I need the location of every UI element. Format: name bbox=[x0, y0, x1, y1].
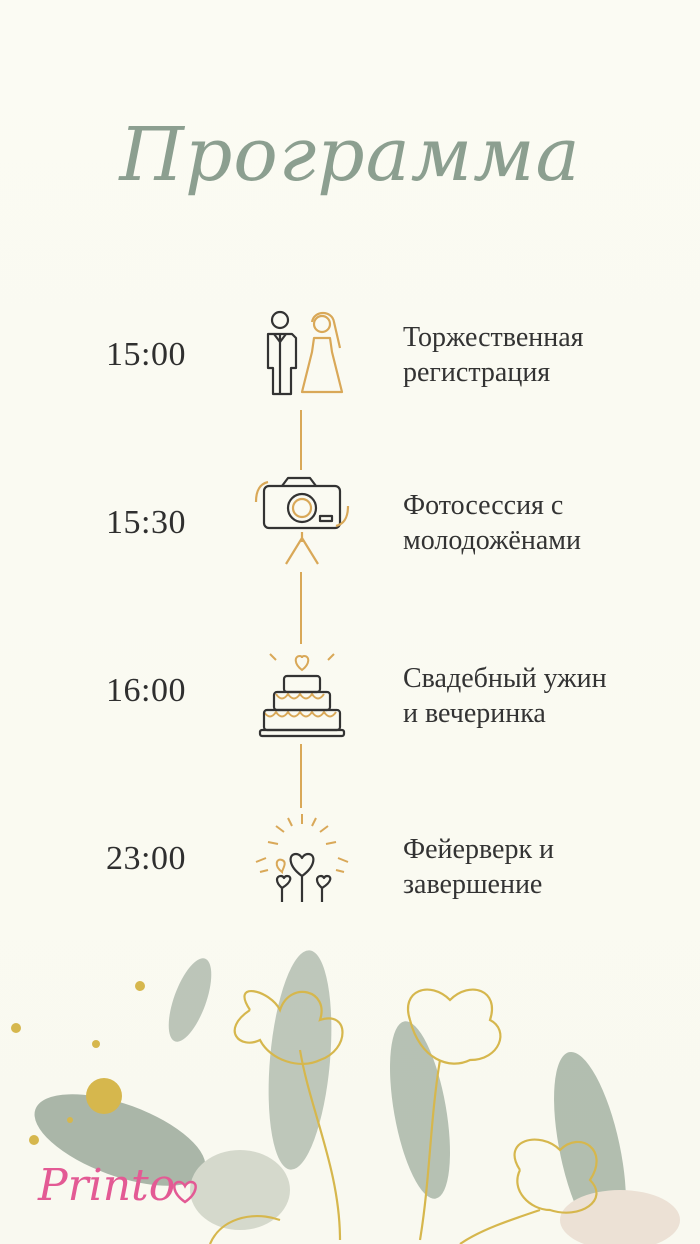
schedule-description-line: Фейерверк и bbox=[403, 834, 555, 865]
schedule-description-line: Фотосессия с bbox=[403, 490, 564, 521]
schedule-description-line: Торжественная bbox=[403, 322, 584, 353]
schedule-description-line: и вечеринка bbox=[403, 698, 546, 729]
timeline-connector bbox=[300, 410, 302, 470]
bride-groom-icon bbox=[266, 310, 344, 396]
schedule-description-line: регистрация bbox=[403, 357, 551, 388]
heart-icon bbox=[173, 1180, 197, 1204]
wedding-cake-icon bbox=[258, 653, 346, 738]
schedule-description-line: Свадебный ужин bbox=[403, 663, 607, 694]
schedule-description: Торжественная регистрация bbox=[403, 320, 584, 390]
page-title: Программа bbox=[119, 112, 581, 198]
brand-logo: Printo bbox=[38, 1160, 176, 1211]
schedule-time: 16:00 bbox=[106, 672, 186, 709]
schedule-time: 15:30 bbox=[106, 504, 186, 541]
timeline-connector bbox=[300, 744, 302, 808]
schedule-description: Фейерверк и завершение bbox=[403, 832, 554, 902]
schedule-description: Фотосессия с молодожёнами bbox=[403, 488, 581, 558]
schedule-description: Свадебный ужин и вечеринка bbox=[403, 661, 607, 731]
fireworks-hearts-icon bbox=[255, 814, 349, 902]
floral-decoration bbox=[11, 950, 680, 1244]
schedule-time: 23:00 bbox=[106, 840, 186, 877]
camera-icon bbox=[254, 476, 350, 565]
schedule-time: 15:00 bbox=[106, 336, 186, 373]
schedule-description-line: завершение bbox=[403, 869, 543, 900]
schedule-description-line: молодожёнами bbox=[403, 525, 581, 556]
timeline-connector bbox=[300, 572, 302, 644]
